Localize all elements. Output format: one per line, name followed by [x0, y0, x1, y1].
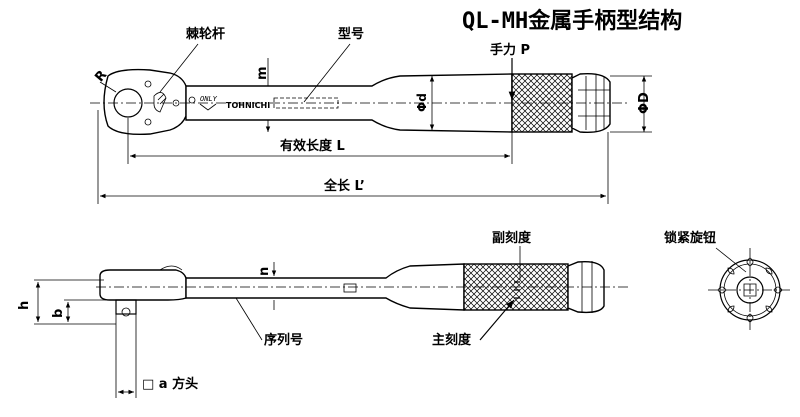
b-label: b — [51, 309, 66, 318]
effective-length-label: 有效长度 L — [280, 138, 345, 154]
ratchet-head — [103, 68, 187, 136]
side-view: h b n 序列号 副刻度 主刻度 □ a 方头 — [17, 230, 630, 398]
main-scale-label: 主刻度 — [432, 332, 472, 348]
lock-knob-end-view: 锁紧旋钮 — [664, 230, 792, 332]
phi-D-label: ΦD — [637, 92, 652, 114]
square-drive-label: □ a 方头 — [142, 376, 198, 392]
page-title: QL-MH金属手柄型结构 — [462, 8, 682, 34]
h-label: h — [17, 301, 32, 310]
brand-logo: ONLY TOHNICHI — [188, 95, 270, 111]
m-label: m — [255, 66, 270, 80]
model-label: 型号 — [338, 26, 364, 42]
model-number-plate — [273, 97, 339, 109]
ratchet-label: 棘轮杆 — [186, 26, 225, 42]
serial-plate — [343, 283, 357, 293]
n-label: n — [257, 267, 272, 276]
top-view: ONLY TOHNICHI R 棘轮杆 型号 m Φd 手力 P ΦD — [90, 26, 652, 204]
square-drive — [115, 299, 137, 315]
brand-name: TOHNICHI — [226, 101, 270, 110]
lock-knob-label: 锁紧旋钮 — [664, 230, 716, 246]
brand-mark: ONLY — [200, 95, 218, 103]
side-ratchet-head — [99, 269, 187, 301]
serial-number-label: 序列号 — [264, 332, 303, 348]
sub-scale-label: 副刻度 — [492, 230, 532, 246]
hand-force-label: 手力 P — [490, 42, 530, 58]
phi-d-label: Φd — [415, 93, 429, 112]
total-length-label: 全长 L’ — [323, 178, 365, 194]
